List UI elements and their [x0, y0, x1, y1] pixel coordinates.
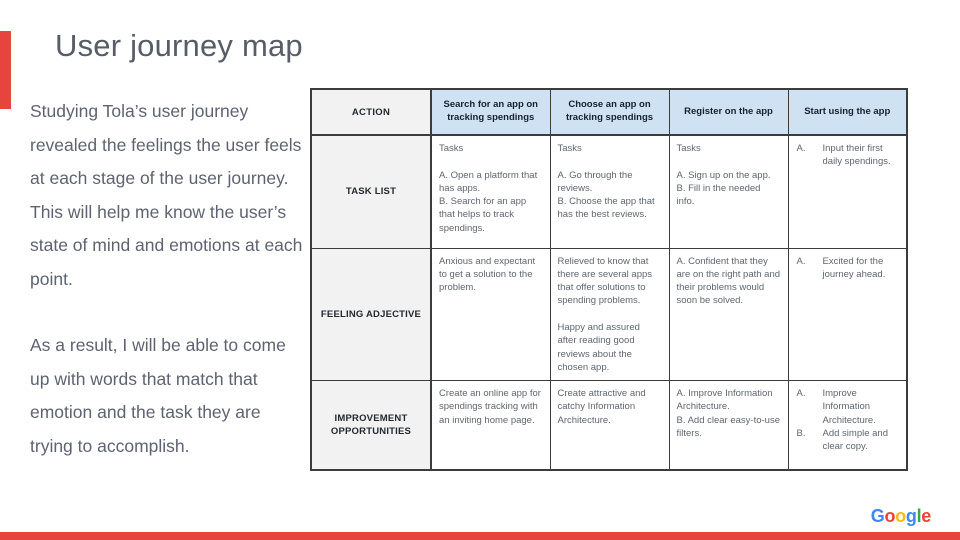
logo-letter: o [884, 506, 896, 526]
page-title: User journey map [55, 28, 303, 63]
header-cell-action: ACTION [310, 88, 432, 136]
table-row-feeling-adjective: FEELING ADJECTIVE Anxious and expectant … [310, 247, 908, 382]
improvement-cell-1: Create an online app for spendings track… [430, 380, 551, 471]
user-journey-table: ACTION Search for an app on tracking spe… [310, 88, 908, 471]
improvement-cell-3: A. Improve Information Architecture. B. … [668, 380, 789, 471]
logo-letter: e [921, 506, 931, 526]
row-label-feeling-adjective: FEELING ADJECTIVE [310, 247, 432, 382]
header-cell-register: Register on the app [668, 88, 789, 136]
table-row-improvement-opportunities: IMPROVEMENT OPPORTUNITIES Create an onli… [310, 380, 908, 471]
title-accent-bar [0, 31, 11, 109]
list-item: A. Improve Information Architecture. [796, 388, 876, 426]
google-logo: Google [870, 506, 932, 526]
list-item: A. Input their first daily spendings. [796, 143, 891, 168]
logo-letter: l [916, 506, 922, 526]
header-cell-search: Search for an app on tracking spendings [430, 88, 551, 136]
header-cell-choose: Choose an app on tracking spendings [549, 88, 670, 136]
logo-letter: o [895, 506, 906, 526]
table-header-row: ACTION Search for an app on tracking spe… [310, 88, 908, 136]
improvement-cell-4: A. Improve Information Architecture. B. … [787, 380, 908, 471]
improvement-cell-2: Create attractive and catchy Information… [549, 380, 670, 471]
list-item: A. Excited for the journey ahead. [796, 255, 886, 280]
logo-letter: G [870, 506, 885, 526]
body-paragraph-1: Studying Tola’s user journey revealed th… [30, 101, 303, 289]
feeling-cell-4: A. Excited for the journey ahead. [787, 247, 908, 382]
slide-body-text: Studying Tola’s user journey revealed th… [30, 95, 308, 463]
feeling-cell-1: Anxious and expectant to get a solution … [430, 247, 551, 382]
body-paragraph-2: As a result, I will be able to come up w… [30, 335, 286, 456]
task-list-cell-2: Tasks A. Go through the reviews. B. Choo… [549, 134, 670, 249]
list-item: B. Add simple and clear copy. [796, 428, 888, 453]
task-list-cell-4: A. Input their first daily spendings. [787, 134, 908, 249]
header-cell-start: Start using the app [787, 88, 908, 136]
table-row-task-list: TASK LIST Tasks A. Open a platform that … [310, 134, 908, 249]
row-label-task-list: TASK LIST [310, 134, 432, 249]
feeling-cell-2: Relieved to know that there are several … [549, 247, 670, 382]
row-label-improvement-opportunities: IMPROVEMENT OPPORTUNITIES [310, 380, 432, 471]
bottom-accent-bar [0, 532, 960, 540]
task-list-cell-3: Tasks A. Sign up on the app. B. Fill in … [668, 134, 789, 249]
logo-letter: g [905, 506, 917, 526]
feeling-cell-3: A. Confident that they are on the right … [668, 247, 789, 382]
task-list-cell-1: Tasks A. Open a platform that has apps. … [430, 134, 551, 249]
